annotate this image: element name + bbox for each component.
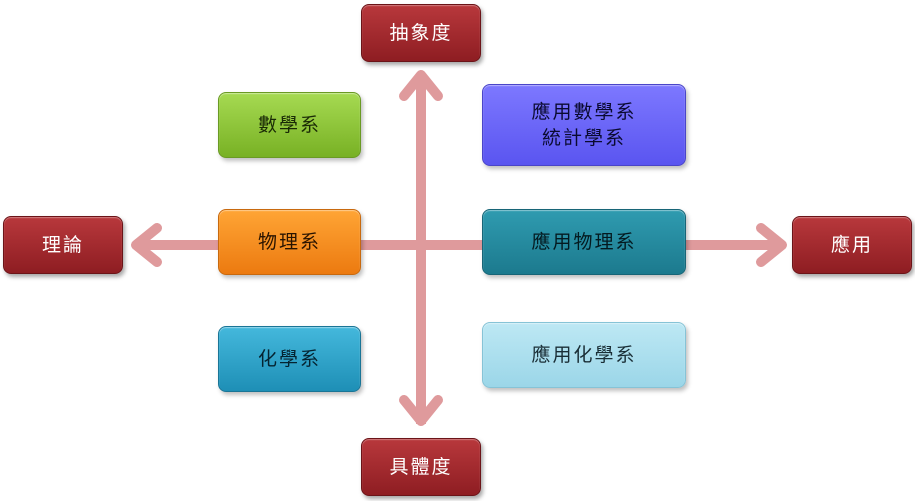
category-applied-chemistry-text: 應用化學系 bbox=[531, 344, 637, 366]
category-statistics-text: 統計學系 bbox=[541, 127, 626, 149]
vertical-axis-line bbox=[416, 74, 426, 424]
axis-label-theory: 理論 bbox=[3, 216, 123, 274]
category-applied-chemistry: 應用化學系 bbox=[482, 322, 686, 388]
category-chemistry-text: 化學系 bbox=[257, 348, 321, 370]
axis-label-abstract: 抽象度 bbox=[361, 4, 481, 62]
category-applied-math-text: 應用數學系 bbox=[531, 101, 637, 123]
axis-label-abstract-text: 抽象度 bbox=[389, 22, 453, 44]
category-applied-math: 應用數學系 統計學系 bbox=[482, 84, 686, 166]
axis-label-concrete: 具體度 bbox=[361, 438, 481, 496]
arrowhead-up-icon bbox=[399, 70, 443, 101]
category-physics-text: 物理系 bbox=[257, 231, 321, 253]
arrowhead-right-icon bbox=[756, 223, 787, 267]
axis-label-theory-text: 理論 bbox=[41, 234, 84, 256]
arrowhead-down-icon bbox=[399, 395, 443, 426]
axis-label-application: 應用 bbox=[792, 216, 912, 274]
category-math-text: 數學系 bbox=[257, 114, 321, 136]
category-physics: 物理系 bbox=[218, 209, 361, 275]
axis-label-concrete-text: 具體度 bbox=[389, 456, 453, 478]
horizontal-axis-line bbox=[136, 240, 782, 250]
category-math: 數學系 bbox=[218, 92, 361, 158]
category-applied-physics-text: 應用物理系 bbox=[531, 231, 637, 253]
category-applied-physics: 應用物理系 bbox=[482, 209, 686, 275]
arrowhead-left-icon bbox=[131, 223, 162, 267]
category-chemistry: 化學系 bbox=[218, 326, 361, 392]
axis-label-application-text: 應用 bbox=[830, 234, 873, 256]
